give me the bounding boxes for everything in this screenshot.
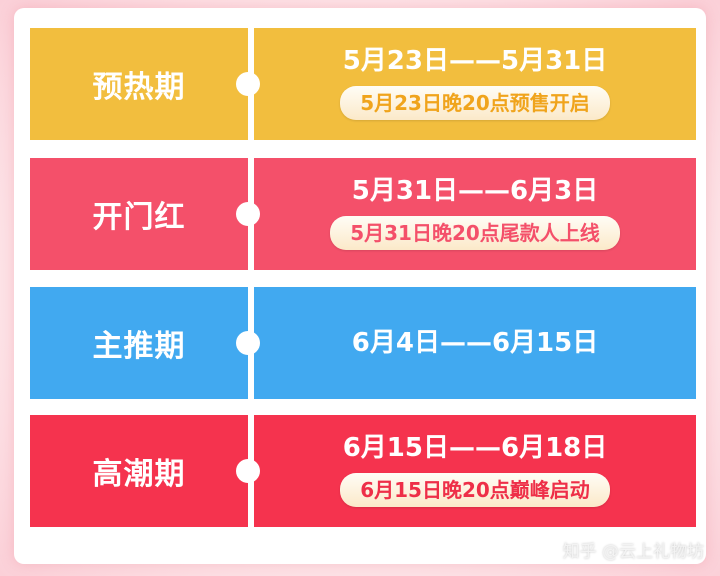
- date-range: 5月23日——5月31日: [342, 46, 608, 76]
- phase-dates-climax: 6月15日——6月18日 6月15日晚20点巅峰启动: [254, 415, 696, 527]
- separator-dot: [236, 459, 260, 483]
- separator-dot: [236, 72, 260, 96]
- phase-label-climax: 高潮期: [30, 415, 248, 527]
- watermark: 知乎 @云上礼物坊: [562, 542, 704, 562]
- phase-label-main: 主推期: [30, 287, 248, 399]
- phase-row-climax: 高潮期 6月15日——6月18日 6月15日晚20点巅峰启动: [30, 415, 696, 527]
- event-pill: 5月31日晚20点尾款人上线: [330, 216, 620, 250]
- phase-dates-main: 6月4日——6月15日: [254, 287, 696, 399]
- phase-row-main: 主推期 6月4日——6月15日: [30, 287, 696, 399]
- phase-dates-preheat: 5月23日——5月31日 5月23日晚20点预售开启: [254, 28, 696, 140]
- separator-dot: [236, 331, 260, 355]
- date-range: 6月15日——6月18日: [342, 433, 608, 463]
- phase-row-preheat: 预热期 5月23日——5月31日 5月23日晚20点预售开启: [30, 28, 696, 140]
- event-pill: 6月15日晚20点巅峰启动: [340, 473, 610, 507]
- phase-row-opening: 开门红 5月31日——6月3日 5月31日晚20点尾款人上线: [30, 158, 696, 270]
- phase-label-opening: 开门红: [30, 158, 248, 270]
- event-pill: 5月23日晚20点预售开启: [340, 86, 610, 120]
- date-range: 5月31日——6月3日: [351, 176, 599, 206]
- phase-label-preheat: 预热期: [30, 28, 248, 140]
- date-range: 6月4日——6月15日: [351, 328, 599, 358]
- phase-dates-opening: 5月31日——6月3日 5月31日晚20点尾款人上线: [254, 158, 696, 270]
- separator-dot: [236, 202, 260, 226]
